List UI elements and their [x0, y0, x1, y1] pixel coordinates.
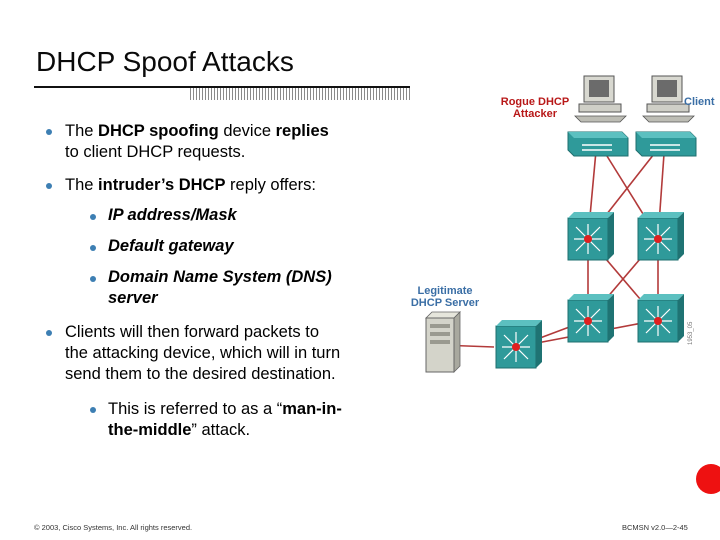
decorative-stripes [190, 88, 410, 100]
bullet-intruder-reply: The intruder’s DHCP reply offers: [65, 175, 316, 196]
sub-bullet-dns: Domain Name System (DNS) server [108, 267, 332, 309]
sub-bullet-gateway: Default gateway [108, 237, 234, 255]
footer-copyright: © 2003, Cisco Systems, Inc. All rights r… [34, 523, 193, 532]
label-line: Attacker [512, 108, 558, 120]
text-run: server [108, 289, 158, 307]
sub-bullet-ip: IP address/Mask [108, 206, 237, 224]
text-run: The [65, 176, 99, 194]
text-run: Clients will then forward packets to [65, 323, 320, 341]
text-run: the attacking device, which will in turn [65, 344, 341, 362]
access-switch-icon [635, 131, 697, 157]
rogue-attacker-label: Rogue DHCP Attacker [490, 96, 580, 120]
client-computer-icon [642, 75, 695, 123]
bullet-dot [46, 129, 52, 135]
bullet-dot [90, 276, 96, 282]
bullet-dot [90, 245, 96, 251]
text-run: reply offers: [225, 176, 316, 194]
access-switch-icon [567, 131, 629, 157]
bullet-dot [46, 183, 52, 189]
client-label: Client [684, 96, 715, 108]
text-run: ” attack. [191, 421, 251, 439]
footer-course: BCMSN v2.0—2-45 [622, 523, 688, 532]
multilayer-switch-icon [567, 212, 614, 261]
bullet-dot [90, 407, 96, 413]
red-dot-decoration [696, 464, 720, 494]
label-line: Rogue DHCP [500, 96, 570, 108]
legitimate-dhcp-label: Legitimate DHCP Server [400, 285, 490, 309]
dhcp-server-icon [425, 311, 461, 373]
text-bold: man-in- [282, 400, 342, 418]
slide-title: DHCP Spoof Attacks [36, 46, 294, 77]
text-run: Domain Name System (DNS) [108, 268, 332, 286]
text-run: This is referred to as a “ [108, 400, 283, 418]
text-run: send them to the desired destination. [65, 365, 336, 383]
text-run: to client DHCP requests. [65, 143, 246, 161]
multilayer-switch-icon [637, 294, 684, 343]
multilayer-switch-icon [567, 294, 614, 343]
figure-id: 1953_05 [688, 321, 694, 345]
text-bold: the-middle [108, 421, 192, 439]
title-underline [34, 86, 410, 88]
bullet-dot [90, 214, 96, 220]
text-bold: intruder’s DHCP [98, 176, 226, 194]
multilayer-switch-icon [637, 212, 684, 261]
rogue-computer-icon [574, 75, 627, 123]
bullet-dot [46, 330, 52, 336]
text-bold: replies [275, 122, 329, 140]
multilayer-switch-icon [495, 320, 542, 369]
network-links [439, 139, 666, 348]
sub-bullet-mitm: This is referred to as a “man-in- the-mi… [108, 399, 342, 441]
label-line: DHCP Server [410, 297, 480, 309]
text-run: The [65, 122, 99, 140]
text-run: device [218, 122, 276, 140]
bullet-forward-packets: Clients will then forward packets to the… [65, 322, 340, 385]
bullet-dhcp-spoofing: The DHCP spoofing device replies to clie… [65, 121, 329, 163]
label-line: Legitimate [417, 285, 473, 297]
text-bold: DHCP spoofing [98, 122, 219, 140]
